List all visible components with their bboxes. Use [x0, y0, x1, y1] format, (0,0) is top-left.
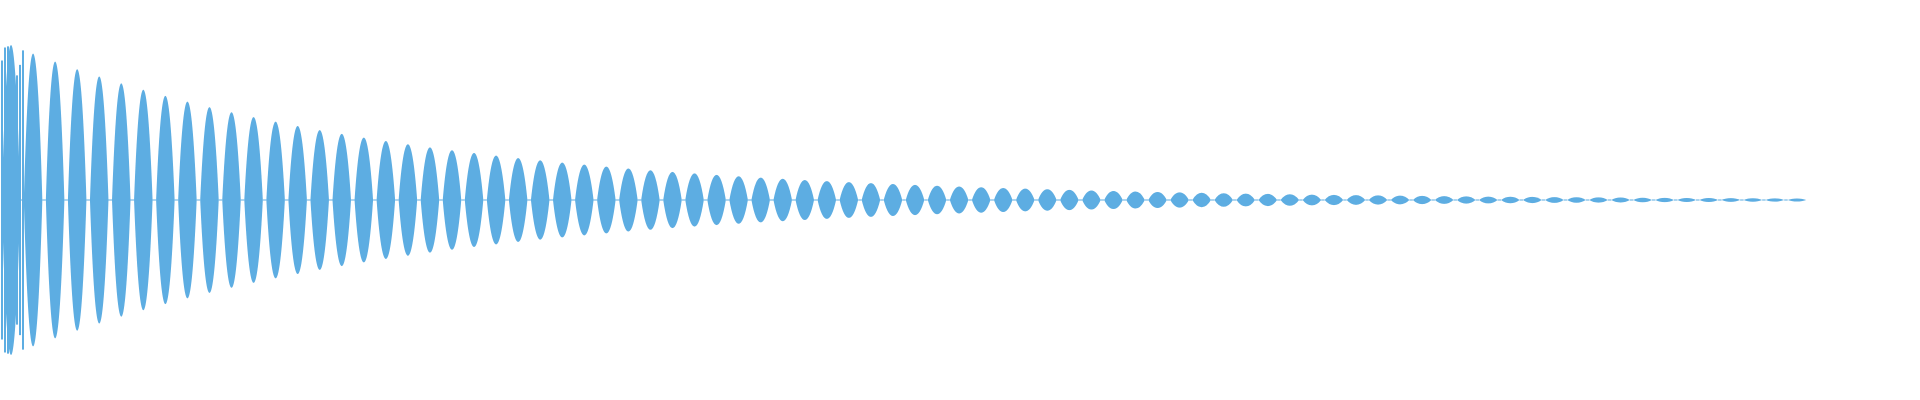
waveform-lobe	[619, 168, 638, 232]
waveform-lobe	[1589, 197, 1608, 203]
waveform-lobe	[1126, 191, 1145, 209]
waveform-lobe	[1677, 197, 1696, 203]
waveform-lobe	[134, 89, 153, 311]
waveform-lobe	[45, 61, 65, 339]
waveform-lobe	[244, 117, 263, 283]
waveform-lobe	[1501, 196, 1520, 204]
waveform-lobe	[1148, 191, 1167, 209]
waveform-lobe	[1346, 195, 1366, 205]
waveform-lobe	[354, 137, 374, 263]
waveform-lobe	[1258, 193, 1278, 207]
waveform-lobe	[508, 158, 528, 242]
waveform-lobe	[773, 178, 792, 222]
waveform-lobe	[1456, 196, 1476, 204]
waveform-lobe	[1390, 195, 1410, 205]
waveform-lobe	[1699, 198, 1719, 202]
waveform-lobe	[1302, 194, 1322, 206]
waveform-lobe	[949, 186, 969, 214]
waveform-lobe	[729, 176, 748, 224]
waveform-lobe	[486, 155, 506, 245]
waveform-lobe	[883, 184, 903, 216]
waveform-lobe	[839, 182, 859, 218]
waveform-lobe	[332, 133, 352, 267]
waveform-lobe	[1324, 194, 1344, 206]
waveform-lobe	[1170, 192, 1189, 208]
waveform-lobe	[663, 171, 682, 229]
waveform-lobe	[464, 153, 484, 247]
waveform-lobe	[1545, 197, 1564, 203]
waveform-lobe	[89, 76, 109, 324]
waveform-lobe	[1523, 196, 1542, 204]
waveform-lobe	[1104, 190, 1123, 210]
waveform-lobe	[1611, 197, 1630, 203]
waveform-lobe	[1082, 190, 1101, 210]
waveform-lobe	[817, 181, 837, 219]
waveform-lobe	[200, 107, 219, 293]
waveform-lobe	[376, 141, 396, 259]
waveform-lobe	[1434, 196, 1454, 204]
waveform-lobe	[575, 164, 594, 236]
waveform-lobe	[971, 187, 991, 213]
waveform-lobe	[1567, 197, 1586, 203]
waveform-lobe	[1412, 195, 1432, 205]
waveform-lobe	[1743, 198, 1763, 202]
waveform-lobe	[530, 160, 550, 240]
waveform-lobe	[1038, 189, 1057, 211]
waveform-lobe	[707, 174, 726, 226]
waveform-lobe	[23, 53, 43, 347]
waveform-lobe	[1214, 193, 1233, 207]
waveform-lobe	[266, 121, 285, 279]
waveform-lobe	[67, 69, 87, 331]
waveform-lobe	[1655, 197, 1674, 203]
waveform-lobe	[156, 95, 175, 305]
waveform-lobe	[993, 187, 1013, 213]
waveform-lobe	[1765, 198, 1785, 202]
waveform-lobe	[1787, 198, 1807, 202]
waveform-lobe	[1192, 192, 1211, 208]
waveform-lobe	[641, 170, 660, 230]
waveform-lobe	[552, 162, 572, 238]
waveform-lobe	[1368, 195, 1388, 205]
waveform-lobe	[222, 112, 241, 288]
waveform-lobe	[861, 183, 881, 217]
waveform-lobe	[751, 177, 770, 223]
waveform-lobe	[685, 173, 704, 227]
waveform-lobe	[795, 179, 815, 221]
waveform-lobe	[420, 147, 440, 253]
waveform-lobe	[1016, 188, 1035, 212]
waveform-lobe	[1479, 196, 1498, 204]
waveform-lobe	[178, 101, 197, 299]
waveform-shape	[1, 45, 1807, 355]
waveform-lobe	[398, 144, 418, 256]
waveform-lobe	[597, 166, 616, 234]
waveform-lobe	[1280, 194, 1300, 206]
waveform-lobe	[442, 150, 462, 250]
waveform-lobe	[1721, 198, 1741, 202]
waveform-lobe	[1633, 197, 1652, 203]
waveform-lobe	[905, 184, 925, 216]
waveform-lobe	[288, 125, 307, 275]
waveform-lobe	[310, 130, 329, 270]
waveform-lobe	[1236, 193, 1256, 207]
waveform-lobe	[112, 83, 131, 317]
waveform-lobe	[927, 185, 947, 215]
waveform-lobe	[1060, 189, 1079, 211]
